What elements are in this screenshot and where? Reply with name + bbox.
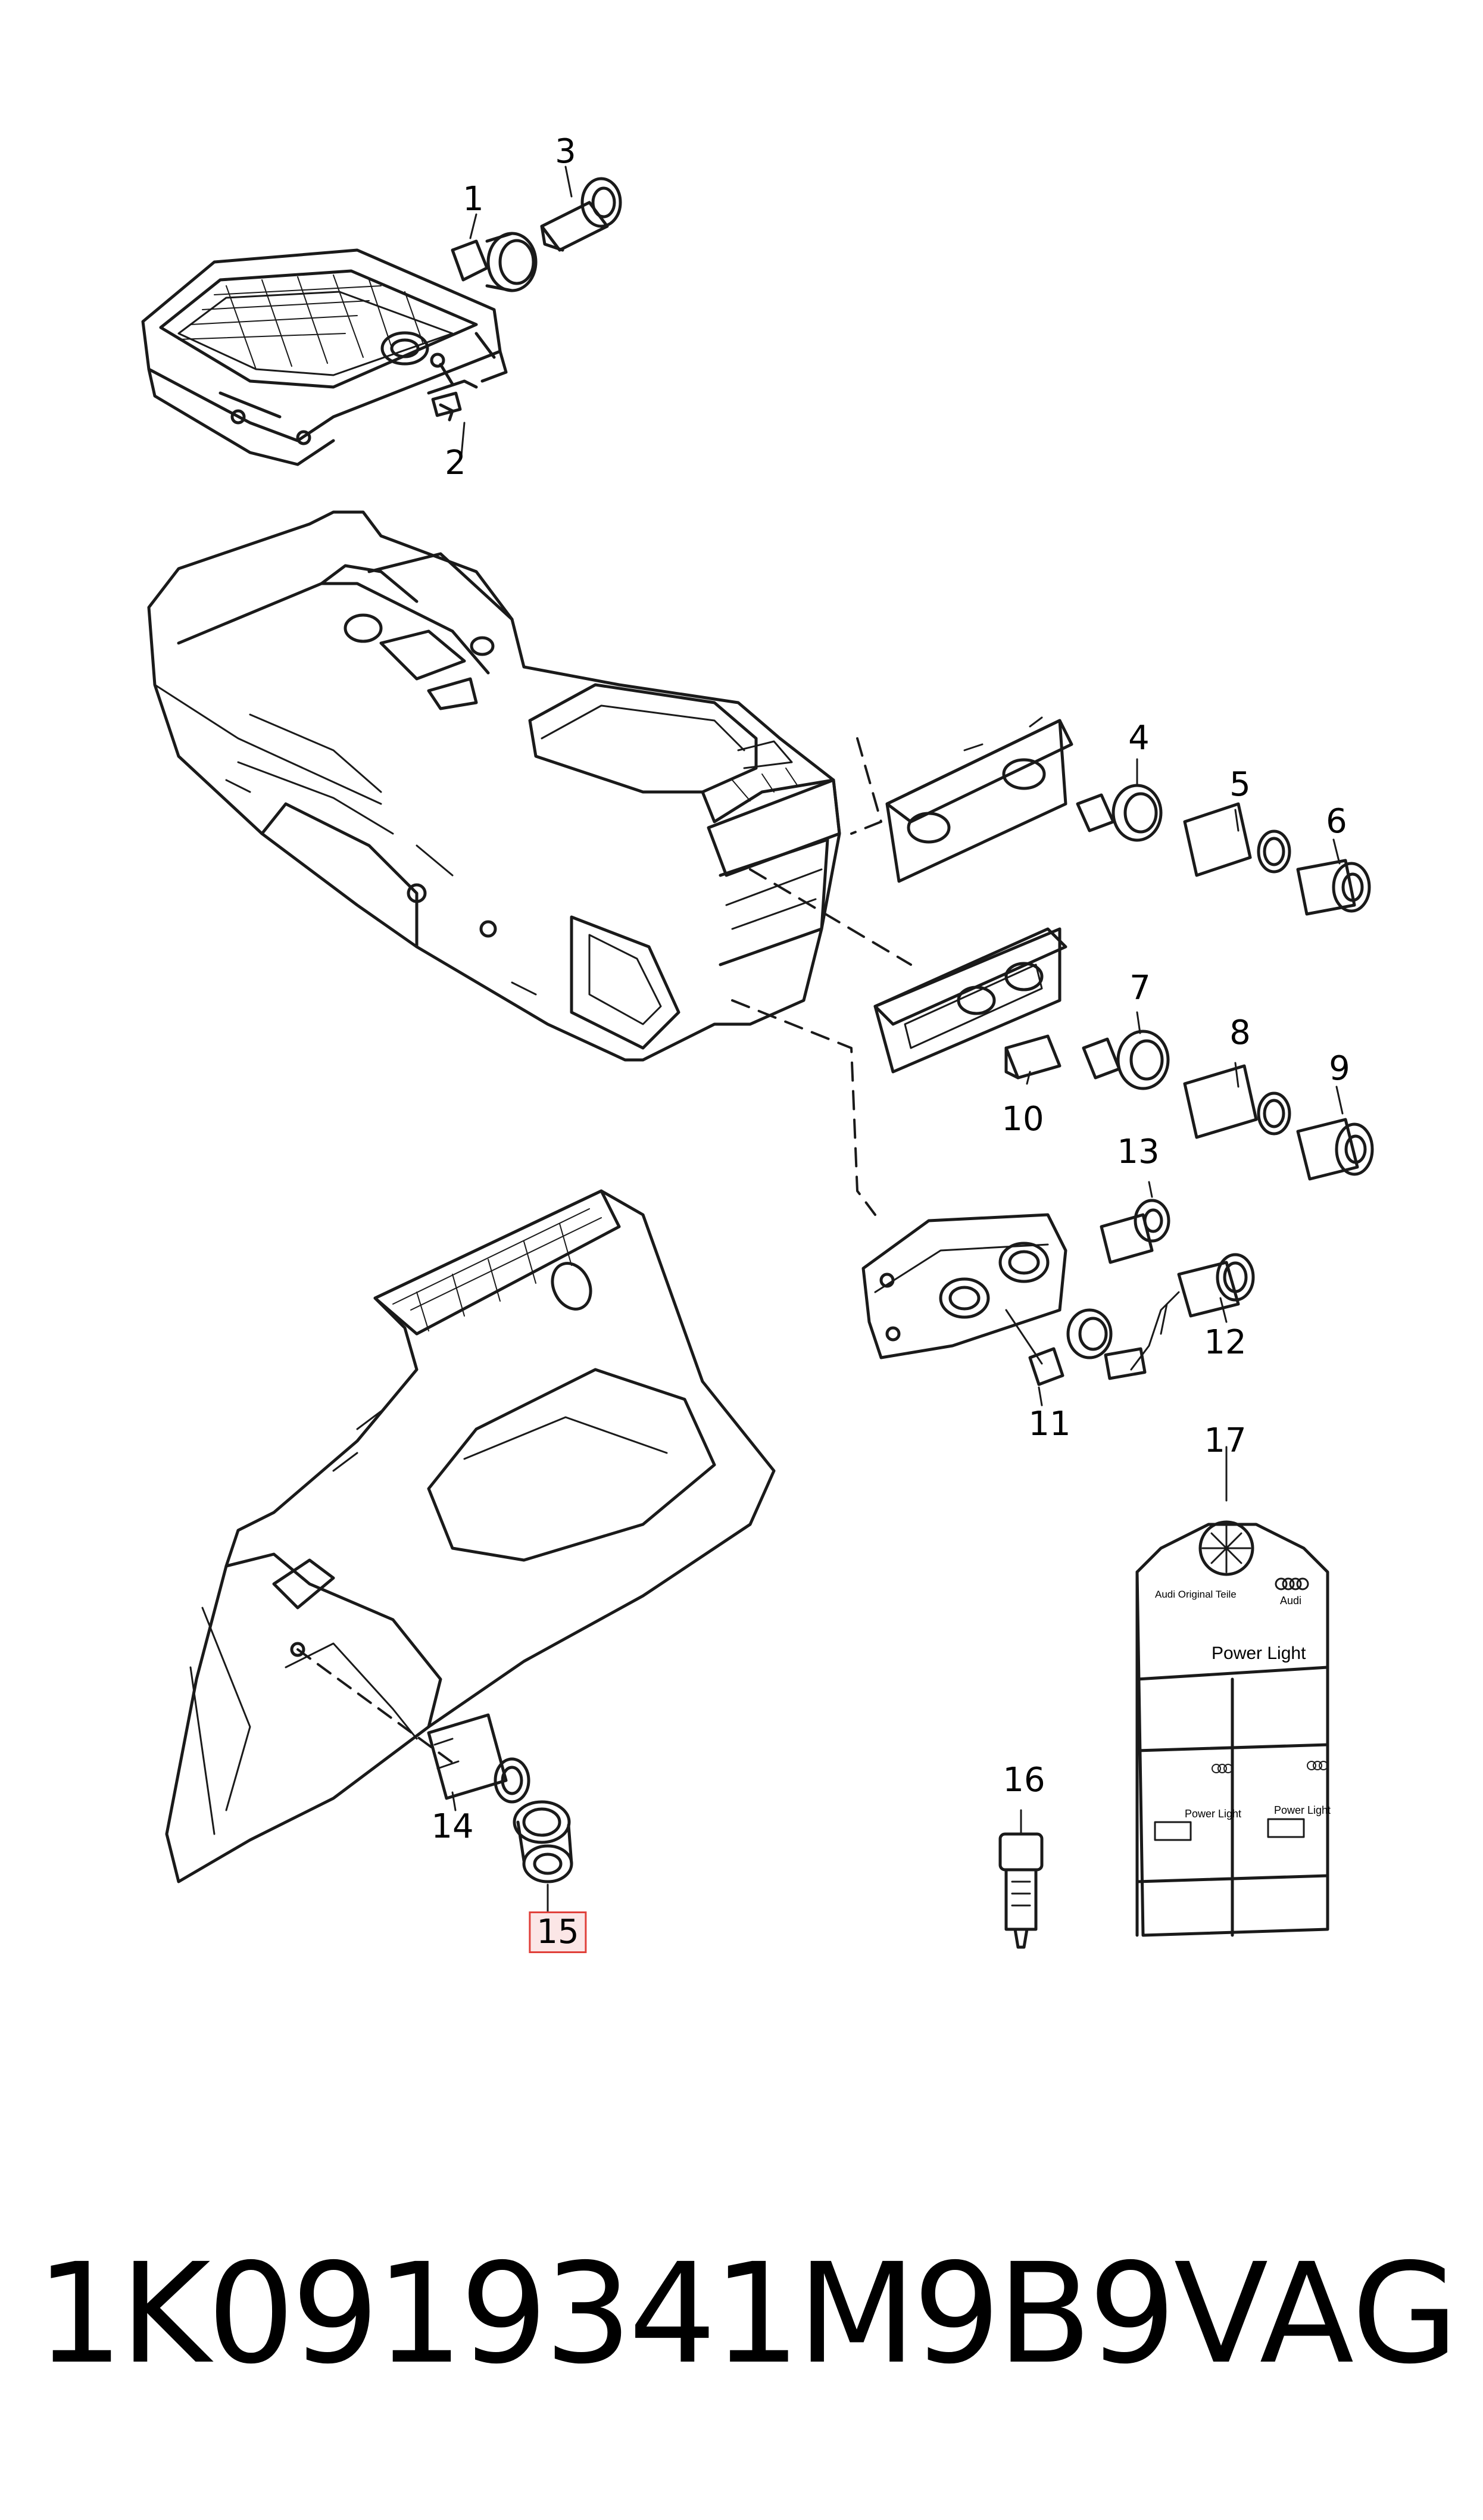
callout-11: 11 bbox=[1028, 1405, 1071, 1443]
callout-10: 10 bbox=[1001, 1100, 1044, 1139]
callout-5: 5 bbox=[1229, 765, 1251, 804]
callout-13: 13 bbox=[1117, 1133, 1160, 1171]
callout-6: 6 bbox=[1326, 802, 1347, 841]
luggage-side-trim bbox=[165, 1189, 776, 1883]
lighter-item-3 bbox=[540, 177, 622, 252]
rear-bezel-panel-upper bbox=[885, 716, 1073, 883]
brand-name: VAG bbox=[1173, 2234, 1459, 2394]
socket-item-1 bbox=[451, 232, 538, 292]
callout-17: 17 bbox=[1204, 1421, 1247, 1460]
callout-2: 2 bbox=[445, 444, 466, 482]
box-small-text: Audi Original Teile bbox=[1155, 1589, 1237, 1600]
leader-lines bbox=[451, 758, 1344, 1913]
box-tray-label-1: Power Light bbox=[1185, 1808, 1242, 1820]
display-box-item-17 bbox=[1135, 1520, 1329, 1937]
console-socket-module bbox=[861, 1213, 1067, 1359]
housing-item-14 bbox=[427, 1713, 530, 1804]
housing-item-8 bbox=[1183, 1064, 1291, 1139]
socket-item-7 bbox=[1082, 1030, 1170, 1090]
plug-item-6 bbox=[1296, 859, 1371, 916]
callout-8: 8 bbox=[1229, 1013, 1251, 1052]
housing-item-12 bbox=[1104, 1253, 1255, 1380]
callout-14: 14 bbox=[431, 1807, 474, 1846]
switch-item-10 bbox=[1004, 1034, 1061, 1080]
callout-9: 9 bbox=[1329, 1049, 1350, 1088]
callout-4: 4 bbox=[1128, 719, 1150, 757]
callout-16: 16 bbox=[1003, 1761, 1045, 1799]
socket-item-11 bbox=[1005, 1308, 1113, 1386]
glovebox-tray-assembly bbox=[141, 248, 508, 466]
center-console bbox=[147, 510, 841, 1062]
footer: 1K0919341M9B9 VAG bbox=[36, 2245, 1465, 2400]
socket-item-15 bbox=[513, 1800, 573, 1883]
adapter-item-16 bbox=[998, 1832, 1044, 1949]
callout-3: 3 bbox=[555, 132, 576, 171]
part-number: 1K0919341M9B9 bbox=[36, 2234, 1176, 2394]
plug-item-13 bbox=[1100, 1199, 1170, 1264]
callout-7: 7 bbox=[1129, 969, 1151, 1008]
box-title: Power Light bbox=[1212, 1643, 1306, 1663]
rear-bezel-panel-middle bbox=[873, 927, 1067, 1074]
plug-item-9 bbox=[1296, 1118, 1374, 1181]
callout-1: 1 bbox=[463, 180, 484, 219]
socket-item-4 bbox=[1076, 784, 1163, 842]
callout-12: 12 bbox=[1204, 1323, 1247, 1362]
housing-item-5 bbox=[1183, 802, 1291, 877]
box-tray-label-2: Power Light bbox=[1274, 1804, 1331, 1816]
callout-15: 15 bbox=[529, 1911, 587, 1953]
box-brand: Audi bbox=[1280, 1595, 1302, 1607]
